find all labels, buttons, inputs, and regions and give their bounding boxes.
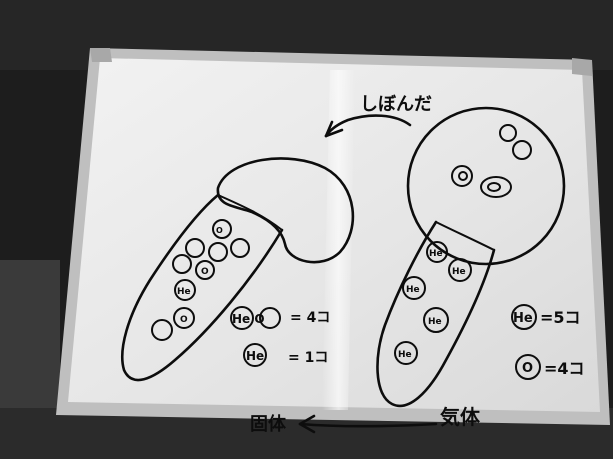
label-solid: 固体 [250,413,287,435]
count-row-2: O =4コ [516,355,585,379]
particle-label: O [216,226,223,235]
particle-label: He [428,317,442,327]
legend-row-2-left: He [246,349,264,363]
legend-row-1-left: He O [232,312,265,326]
legend-row-1: He O = 4コ [231,307,330,329]
particle-label: He [406,285,420,295]
count-row-2-right: =4コ [544,359,585,378]
count-row-1-left: He [513,311,533,326]
particle-label: O [201,267,209,277]
particle-label: He [429,249,443,259]
particle-label: He [398,350,412,360]
legend-row-2: He = 1コ [244,344,328,366]
count-row-2-left: O [522,361,533,376]
count-row-1-right: =5コ [540,308,581,327]
particle-label: He [452,267,466,277]
particle-label: He [177,287,191,297]
top-label: しぼんだ [360,94,432,115]
label-gas: 気体 [440,405,481,429]
particle-label: O [180,315,188,325]
count-row-1: He =5コ [512,305,581,329]
legend-row-1-right: = 4コ [290,310,330,326]
legend-row-2-right: = 1コ [288,350,328,366]
